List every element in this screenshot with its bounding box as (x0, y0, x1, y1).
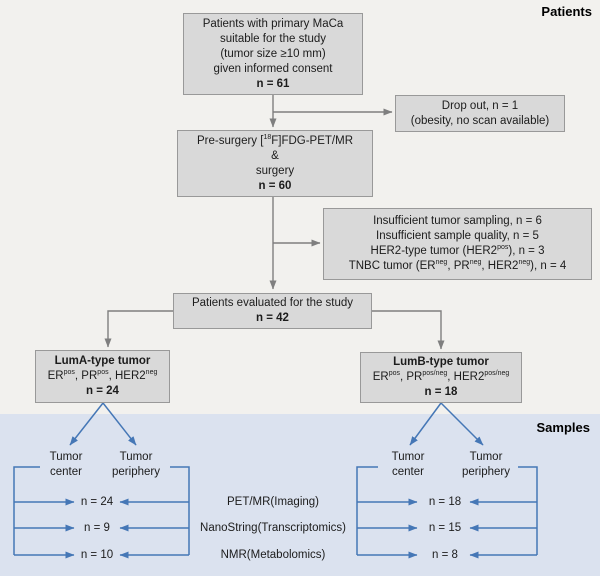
assay-label-petmr: PET/MR(Imaging) (226, 496, 320, 508)
enrollment-line: given informed consent (213, 62, 333, 75)
lumb-tumor-periphery-label: Tumor periphery (462, 451, 510, 478)
lumb-petmr-count: n = 18 (428, 496, 462, 508)
samples-section-header: Samples (536, 420, 590, 435)
evaluated-count: n = 42 (256, 312, 289, 324)
luma-receptors: ERpos, PRpos, HER2neg (47, 369, 158, 382)
dropout-line: Drop out, n = 1 (441, 99, 519, 112)
petmr-count: n = 60 (258, 179, 292, 192)
flow-box-luma: LumA-type tumor ERpos, PRpos, HER2neg n … (35, 350, 170, 403)
luma-tumor-periphery-label: Tumor periphery (112, 451, 160, 478)
flow-box-enrollment: Patients with primary MaCa suitable for … (183, 13, 363, 95)
exclusion-line: TNBC tumor (ERneg, PRneg, HER2neg), n = … (348, 259, 567, 272)
luma-nmr-count: n = 10 (80, 549, 114, 561)
flow-box-dropout: Drop out, n = 1 (obesity, no scan availa… (395, 95, 565, 132)
patients-section-header: Patients (541, 4, 592, 19)
luma-title: LumA-type tumor (54, 355, 151, 367)
samples-section-background (0, 414, 600, 576)
enrollment-count: n = 61 (256, 77, 290, 90)
enrollment-line: (tumor size ≥10 mm) (220, 47, 326, 60)
luma-petmr-count: n = 24 (80, 496, 114, 508)
enrollment-line: Patients with primary MaCa (202, 17, 344, 30)
lumb-receptors: ERpos, PRpos/neg, HER2pos/neg (372, 370, 510, 383)
lumb-nanostring-count: n = 15 (428, 522, 462, 534)
lumb-title: LumB-type tumor (393, 356, 489, 368)
lumb-count: n = 18 (424, 386, 458, 398)
petmr-line: & (271, 149, 279, 162)
petmr-line: Pre-surgery [18F]FDG-PET/MR (196, 133, 354, 147)
luma-tumor-center-label: Tumor center (49, 451, 83, 478)
luma-count: n = 24 (86, 385, 119, 397)
lumb-nmr-count: n = 8 (432, 549, 458, 561)
exclusion-line: Insufficient tumor sampling, n = 6 (373, 215, 542, 227)
dropout-line: (obesity, no scan available) (410, 114, 550, 127)
petmr-line: surgery (255, 164, 295, 177)
flow-box-exclusions: Insufficient tumor sampling, n = 6 Insuf… (323, 208, 592, 280)
evaluated-line: Patients evaluated for the study (191, 297, 354, 309)
assay-label-nanostring: NanoString(Transcriptomics) (200, 522, 346, 534)
flow-box-petmr-surgery: Pre-surgery [18F]FDG-PET/MR & surgery n … (177, 130, 373, 197)
luma-nanostring-count: n = 9 (84, 522, 110, 534)
exclusion-line: Insufficient sample quality, n = 5 (376, 230, 539, 242)
lumb-tumor-center-label: Tumor center (391, 451, 425, 478)
enrollment-line: suitable for the study (219, 32, 327, 45)
flow-box-lumb: LumB-type tumor ERpos, PRpos/neg, HER2po… (360, 352, 522, 403)
exclusion-line: HER2-type tumor (HER2pos), n = 3 (370, 244, 545, 257)
assay-label-nmr: NMR(Metabolomics) (220, 549, 326, 561)
flow-box-evaluated: Patients evaluated for the study n = 42 (173, 293, 372, 329)
